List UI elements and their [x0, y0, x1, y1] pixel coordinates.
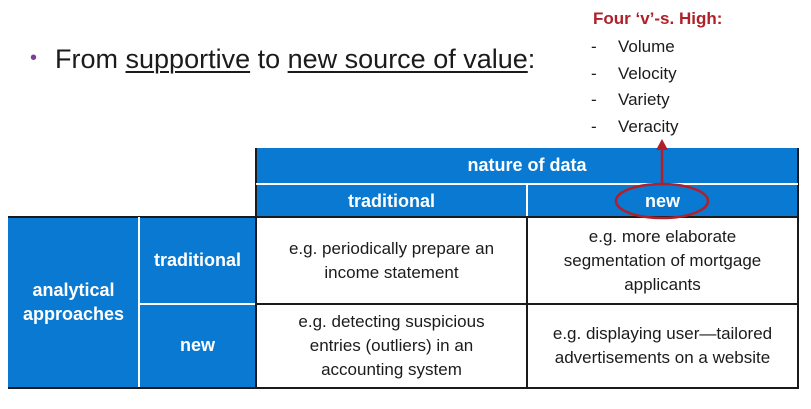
row-header-traditional: traditional	[139, 217, 256, 304]
cell-new-traditional: e.g. detecting suspicious entries (outli…	[256, 304, 527, 387]
grid-line	[255, 148, 257, 389]
bullet-dot-icon: •	[30, 47, 38, 69]
note-item: -Variety	[591, 90, 670, 109]
note-item: -Velocity	[591, 63, 677, 83]
four-vs-note: Four ‘v’-s. High: -Volume -Velocity -Var…	[591, 9, 722, 140]
col-header-traditional: traditional	[256, 185, 527, 217]
term-new-source: new source of value	[287, 44, 528, 74]
cell-traditional-new: e.g. more elaborate segmentation of mort…	[527, 217, 798, 304]
bullet-prefix: From	[55, 44, 126, 74]
grid-line	[138, 217, 140, 387]
col-header-new: new	[527, 185, 798, 217]
note-list: -Volume -Velocity -Variety -Veracity	[591, 34, 722, 140]
grid-line	[797, 148, 799, 389]
grid-line	[139, 303, 798, 305]
note-title: Four ‘v’-s. High:	[593, 9, 723, 28]
row-header-new: new	[139, 304, 256, 387]
analytical-approaches-header: analytical approaches	[8, 217, 139, 387]
grid-line	[140, 303, 255, 305]
cell-new-new: e.g. displaying user—tailored advertisem…	[527, 304, 798, 387]
cell-traditional-traditional: e.g. periodically prepare an income stat…	[256, 217, 527, 304]
grid-line	[8, 216, 798, 218]
nature-of-data-header: nature of data	[256, 148, 798, 183]
note-item: -Veracity	[591, 116, 679, 136]
bullet-middle: to	[250, 44, 288, 74]
grid-line	[256, 183, 798, 185]
bullet-suffix: :	[527, 44, 536, 74]
term-supportive: supportive	[125, 44, 251, 74]
bullet-line: • From supportive to new source of value:	[30, 44, 535, 75]
grid-line	[8, 387, 798, 389]
grid-line	[526, 184, 528, 217]
note-item: -Volume	[591, 37, 675, 56]
